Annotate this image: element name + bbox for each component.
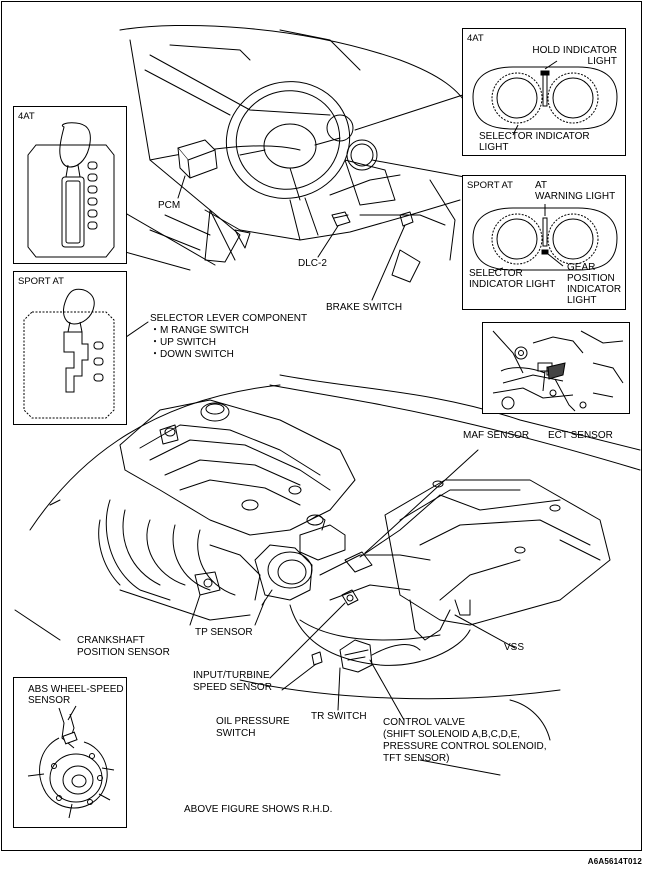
hold-indicator-label-1: HOLD INDICATOR — [532, 45, 617, 56]
dlc2-label: DLC-2 — [298, 258, 327, 269]
inset-4at-cluster: 4AT HOLD INDICATOR LIGHT SELECTOR INDICA… — [462, 28, 626, 156]
footer-note: ABOVE FIGURE SHOWS R.H.D. — [184, 804, 333, 815]
gear-position-label-2: POSITION — [567, 273, 615, 284]
vss-label: VSS — [504, 642, 525, 653]
sport-selector-label-1: SELECTOR — [469, 268, 523, 279]
control-valve-label-4: TFT SENSOR) — [383, 753, 450, 764]
inset-tag: SPORT AT — [467, 180, 513, 191]
pcm-label: PCM — [158, 200, 181, 211]
cluster-4at-drawing — [472, 60, 618, 136]
figure-code: A6A5614T012 — [587, 857, 642, 866]
tp-sensor-label: TP SENSOR — [195, 627, 253, 638]
inset-sport-at-shifter: SPORT AT — [13, 271, 127, 425]
ect-sensor-label: ECT SENSOR — [548, 430, 613, 441]
gear-position-label-1: GEAR — [567, 262, 596, 273]
inset-4at-shifter: 4AT — [13, 106, 127, 264]
oil-pressure-label-2: SWITCH — [216, 728, 256, 739]
gear-position-label-4: LIGHT — [567, 295, 597, 306]
selector-lever-label-3: ・UP SWITCH — [150, 337, 216, 348]
inset-ect-sensor — [482, 322, 630, 414]
control-valve-label-1: CONTROL VALVE — [383, 717, 466, 728]
selector-lever-label-2: ・M RANGE SWITCH — [150, 325, 249, 336]
cluster-sport-drawing — [472, 204, 618, 272]
selector-indicator-label-2: LIGHT — [479, 142, 509, 153]
inset-tag: 4AT — [467, 33, 484, 44]
inset-tag: 4AT — [18, 111, 35, 122]
inset-tag: SPORT AT — [18, 276, 64, 287]
sport-selector-label-2: INDICATOR LIGHT — [469, 279, 556, 290]
figure-frame — [1, 1, 642, 851]
crankshaft-label-1: CRANKSHAFT — [77, 635, 145, 646]
shifter-sport-drawing — [23, 288, 115, 419]
inset-sport-at-cluster: SPORT AT AT WARNING LIGHT SELECTOR INDIC… — [462, 175, 626, 310]
at-warning-label-1: AT — [535, 180, 548, 191]
input-turbine-label-1: INPUT/TURBINE — [193, 670, 270, 681]
gear-position-label-3: INDICATOR — [567, 284, 622, 295]
selector-indicator-label-1: SELECTOR INDICATOR — [479, 131, 590, 142]
shifter-4at-drawing — [27, 122, 115, 258]
ect-sensor-drawing — [492, 330, 624, 412]
abs-sensor-label-1: ABS WHEEL-SPEED — [28, 684, 124, 695]
selector-lever-label-1: SELECTOR LEVER COMPONENT — [150, 313, 308, 324]
tr-switch-label: TR SWITCH — [311, 711, 367, 722]
hold-indicator-label-2: LIGHT — [587, 56, 617, 67]
at-warning-label-2: WARNING LIGHT — [535, 191, 616, 202]
control-valve-label-3: PRESSURE CONTROL SOLENOID, — [383, 741, 547, 752]
brake-switch-label: BRAKE SWITCH — [326, 302, 403, 313]
oil-pressure-label-1: OIL PRESSURE — [216, 716, 290, 727]
crankshaft-label-2: POSITION SENSOR — [77, 647, 170, 658]
maf-sensor-label: MAF SENSOR — [463, 430, 530, 441]
abs-sensor-drawing — [27, 705, 115, 819]
control-valve-label-2: (SHIFT SOLENOID A,B,C,D,E, — [383, 729, 521, 740]
abs-sensor-label-2: SENSOR — [28, 695, 71, 706]
inset-abs-wheel-speed-sensor: ABS WHEEL-SPEED SENSOR — [13, 677, 127, 828]
selector-lever-label-4: ・DOWN SWITCH — [150, 349, 234, 360]
input-turbine-label-2: SPEED SENSOR — [193, 682, 272, 693]
